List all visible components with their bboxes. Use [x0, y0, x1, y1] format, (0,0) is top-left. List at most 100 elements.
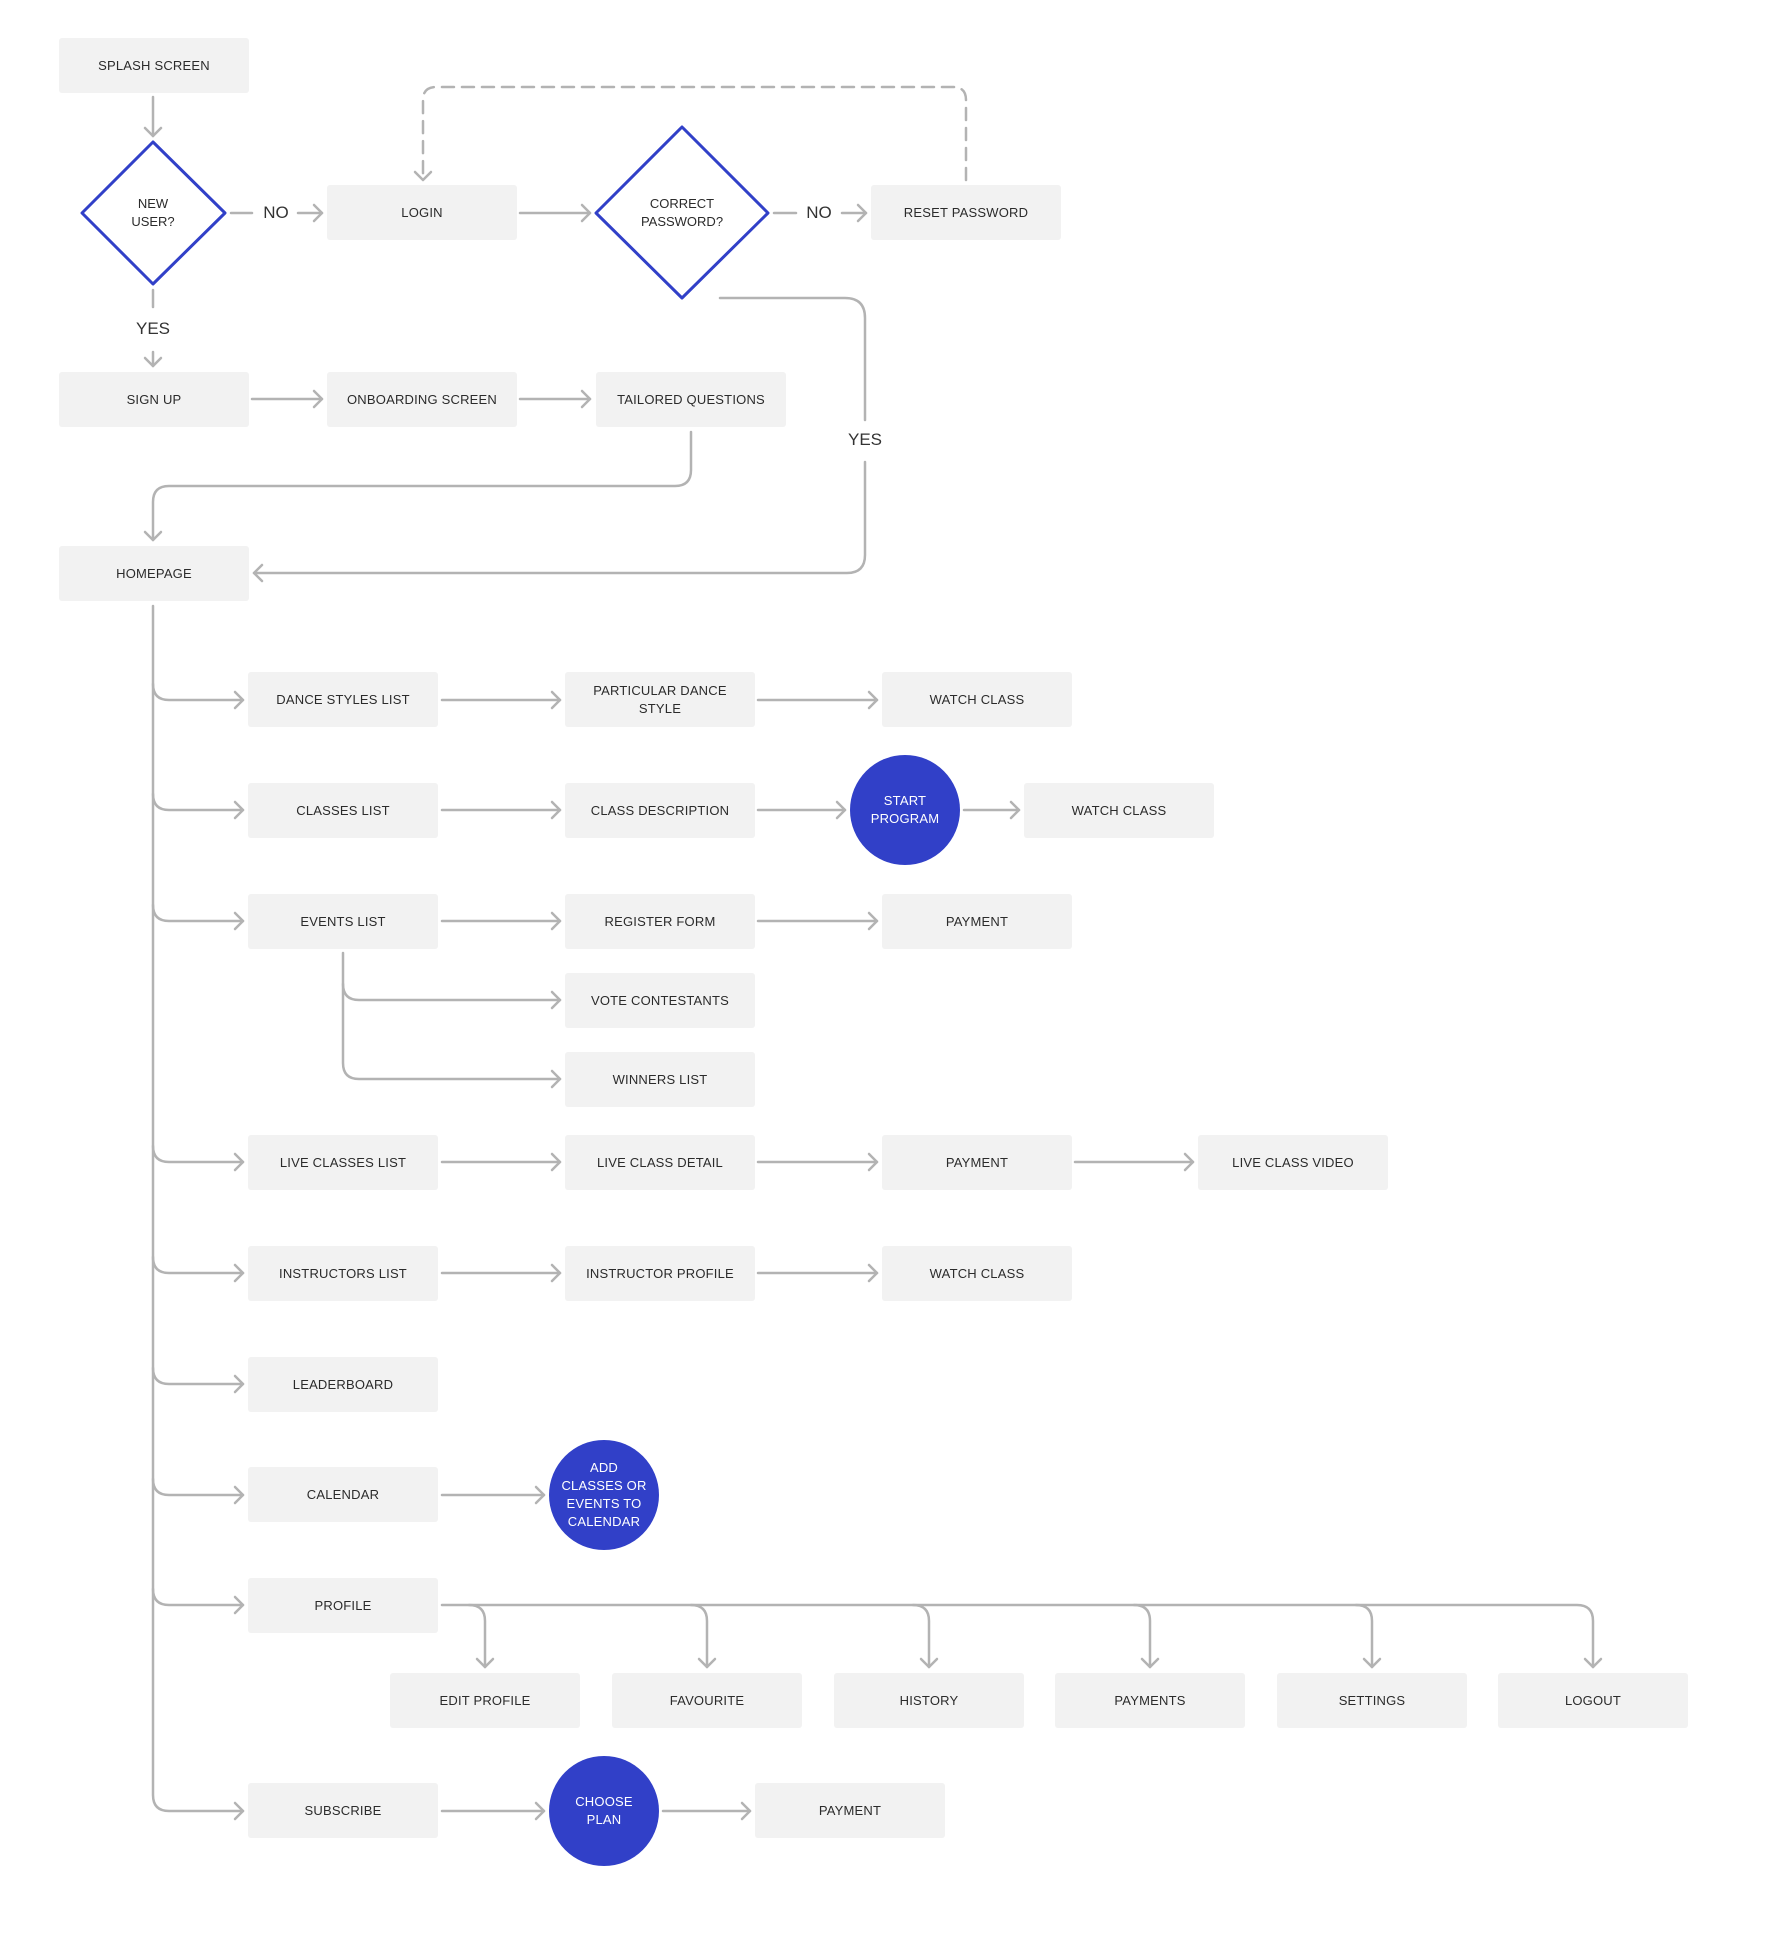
node-leaderboard: LEADERBOARD [248, 1357, 438, 1412]
node-reset-password: RESET PASSWORD [871, 185, 1061, 240]
edge-signup-to-onboarding-arrowhead [312, 389, 324, 409]
edge-choose-plan-to-payment-arrowhead [740, 1801, 752, 1821]
node-onboarding-screen: ONBOARDING SCREEN [327, 372, 517, 427]
edge-homepage-branch-3-arrowhead [233, 911, 245, 931]
node-profile: PROFILE [248, 1578, 438, 1633]
edge-new-user-no-to-login-arrowhead [312, 203, 324, 223]
node-dance-styles-list: DANCE STYLES LIST [248, 672, 438, 727]
edge-password-yes-to-homepage [252, 460, 867, 575]
edge-profile-child-5-arrowhead [1362, 1657, 1382, 1669]
edge-login-to-password-arrowhead [580, 203, 592, 223]
edge-profile-child-5 [1354, 1603, 1374, 1669]
node-winners-list: WINNERS LIST [565, 1052, 755, 1107]
edge-homepage-branch-2-arrowhead [233, 800, 245, 820]
node-tailored-questions: TAILORED QUESTIONS [596, 372, 786, 427]
node-instructors-list: INSTRUCTORS LIST [248, 1246, 438, 1301]
edge-live-detail-to-payment-arrowhead [867, 1152, 879, 1172]
edge-reset-loop-to-login-arrowhead [413, 170, 433, 182]
node-favourite: FAVOURITE [612, 1673, 802, 1728]
edge-profile-child-2-arrowhead [697, 1657, 717, 1669]
edge-start-to-watch-arrowhead [1009, 800, 1021, 820]
edge-description-to-start-arrowhead [835, 800, 847, 820]
node-particular-dance-style: PARTICULAR DANCE STYLE [565, 672, 755, 727]
edge-label-new-user-yes: YES [131, 319, 175, 339]
node-logout: LOGOUT [1498, 1673, 1688, 1728]
edge-homepage-branch-6 [151, 1366, 245, 1386]
node-add-to-calendar: ADD CLASSES OR EVENTS TO CALENDAR [549, 1440, 659, 1550]
edge-events-to-vote [341, 951, 562, 1002]
node-events-list: EVENTS LIST [248, 894, 438, 949]
edge-profile-to-logout [440, 1603, 1595, 1669]
node-vote-contestants: VOTE CONTESTANTS [565, 973, 755, 1028]
edge-homepage-trunk-arrowhead [233, 1801, 245, 1821]
node-start-program: START PROGRAM [850, 755, 960, 865]
node-settings: SETTINGS [1277, 1673, 1467, 1728]
node-history: HISTORY [834, 1673, 1024, 1728]
edge-homepage-branch-5 [151, 1255, 245, 1275]
edge-homepage-branch-8 [151, 1587, 245, 1607]
edge-profile-child-4 [1132, 1603, 1152, 1669]
edge-homepage-branch-3 [151, 903, 245, 923]
edge-events-to-winners-arrowhead [550, 1069, 562, 1089]
node-payment-events: PAYMENT [882, 894, 1072, 949]
edge-dance-styles-to-particular-arrowhead [550, 690, 562, 710]
edge-profile-child-4-arrowhead [1140, 1657, 1160, 1669]
node-classes-list: CLASSES LIST [248, 783, 438, 838]
edge-particular-to-watch-arrowhead [867, 690, 879, 710]
edge-profile-child-1 [467, 1603, 487, 1669]
edge-homepage-branch-1 [151, 682, 245, 702]
node-class-description: CLASS DESCRIPTION [565, 783, 755, 838]
edge-homepage-trunk [151, 604, 245, 1813]
edge-password-yes-a [718, 296, 867, 422]
edge-classes-to-description-arrowhead [550, 800, 562, 820]
edge-reset-loop-to-login [421, 85, 968, 182]
edge-tailored-to-homepage-arrowhead [143, 530, 163, 542]
node-watch-class-instructor: WATCH CLASS [882, 1246, 1072, 1301]
edge-profile-child-3-arrowhead [919, 1657, 939, 1669]
edge-new-user-yes-to-signup-arrowhead [143, 356, 163, 368]
node-homepage: HOMEPAGE [59, 546, 249, 601]
edge-homepage-branch-8-arrowhead [233, 1595, 245, 1615]
edge-events-to-vote-arrowhead [550, 990, 562, 1010]
node-payment-subscribe: PAYMENT [755, 1783, 945, 1838]
edge-label-new-user-no: NO [259, 203, 293, 223]
edge-profile-to-logout-arrowhead [1583, 1657, 1603, 1669]
node-live-classes-list: LIVE CLASSES LIST [248, 1135, 438, 1190]
node-choose-plan: CHOOSE PLAN [549, 1756, 659, 1866]
node-register-form: REGISTER FORM [565, 894, 755, 949]
edge-password-yes-to-homepage-arrowhead [252, 563, 264, 583]
edge-instructors-to-profile-arrowhead [550, 1263, 562, 1283]
decision-correct-password-label: CORRECT PASSWORD? [640, 196, 724, 229]
edge-homepage-branch-4 [151, 1144, 245, 1164]
edge-profile-child-1-arrowhead [475, 1657, 495, 1669]
edge-profile-child-2 [689, 1603, 709, 1669]
node-payment-live: PAYMENT [882, 1135, 1072, 1190]
node-live-class-video: LIVE CLASS VIDEO [1198, 1135, 1388, 1190]
edge-live-list-to-detail-arrowhead [550, 1152, 562, 1172]
edge-onboarding-to-tailored-arrowhead [580, 389, 592, 409]
edge-homepage-branch-7 [151, 1477, 245, 1497]
edge-events-to-register-arrowhead [550, 911, 562, 931]
edge-live-payment-to-video-arrowhead [1183, 1152, 1195, 1172]
edge-profile-child-3 [911, 1603, 931, 1669]
edge-events-to-winners [341, 982, 562, 1081]
edge-subscribe-to-choose-plan-arrowhead [534, 1801, 546, 1821]
node-subscribe: SUBSCRIBE [248, 1783, 438, 1838]
node-splash-screen: SPLASH SCREEN [59, 38, 249, 93]
edge-splash-to-new-user-arrowhead [143, 126, 163, 138]
edge-password-no-to-reset-arrowhead [856, 203, 868, 223]
node-watch-class-dance: WATCH CLASS [882, 672, 1072, 727]
node-sign-up: SIGN UP [59, 372, 249, 427]
edge-homepage-branch-1-arrowhead [233, 690, 245, 710]
node-calendar: CALENDAR [248, 1467, 438, 1522]
edge-tailored-to-homepage [151, 430, 693, 542]
edge-instructor-profile-to-watch-arrowhead [867, 1263, 879, 1283]
edge-label-password-no: NO [802, 203, 836, 223]
edge-homepage-branch-6-arrowhead [233, 1374, 245, 1394]
edge-register-to-payment-arrowhead [867, 911, 879, 931]
node-live-class-detail: LIVE CLASS DETAIL [565, 1135, 755, 1190]
node-edit-profile: EDIT PROFILE [390, 1673, 580, 1728]
node-instructor-profile: INSTRUCTOR PROFILE [565, 1246, 755, 1301]
edge-calendar-to-add-arrowhead [534, 1485, 546, 1505]
